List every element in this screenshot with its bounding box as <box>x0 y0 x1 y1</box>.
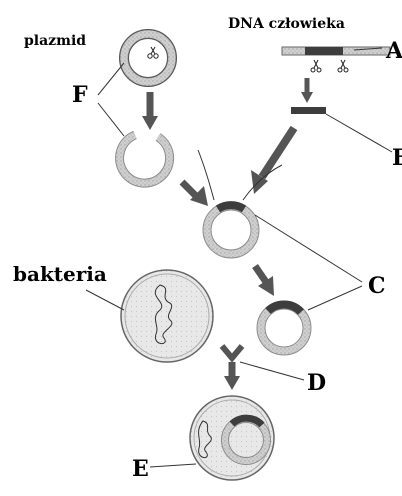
label-E: E <box>132 456 149 482</box>
recombinant-plasmid <box>261 305 307 351</box>
label-C-pointer <box>308 286 362 310</box>
plasmid-label: plazmid <box>24 33 86 49</box>
enzyme-icon <box>222 346 242 358</box>
scissors-icon <box>311 60 321 72</box>
label-bakteria-pointer <box>86 290 124 310</box>
arrow-icon <box>301 78 313 103</box>
label-C: C <box>368 273 386 299</box>
label-A: A <box>386 38 402 64</box>
transformed-bacterium <box>190 396 274 480</box>
label-D-pointer <box>240 362 304 380</box>
label-B: B <box>392 145 402 171</box>
label-F: F <box>72 82 88 108</box>
human-dna-label: DNA człowieka <box>228 16 345 32</box>
dna-fragment <box>291 107 326 114</box>
label-D: D <box>307 370 326 396</box>
arrow-icon <box>251 128 294 194</box>
cut-plasmid <box>120 135 170 183</box>
bacterium <box>121 270 213 362</box>
label-B-pointer <box>326 114 392 152</box>
arrow-icon <box>224 362 240 390</box>
arrow-icon <box>142 92 158 130</box>
label-C-pointer <box>255 215 362 282</box>
recombinant-plasmid <box>207 205 255 254</box>
bacterium-label: bakteria <box>13 262 107 286</box>
arrow-icon <box>255 266 274 296</box>
scissors-icon <box>148 47 158 58</box>
scissors-icon <box>338 60 348 72</box>
arrow-icon <box>182 182 208 206</box>
label-F-pointer <box>98 63 124 136</box>
plasmid-ring <box>120 30 177 87</box>
label-E-pointer <box>150 464 196 467</box>
